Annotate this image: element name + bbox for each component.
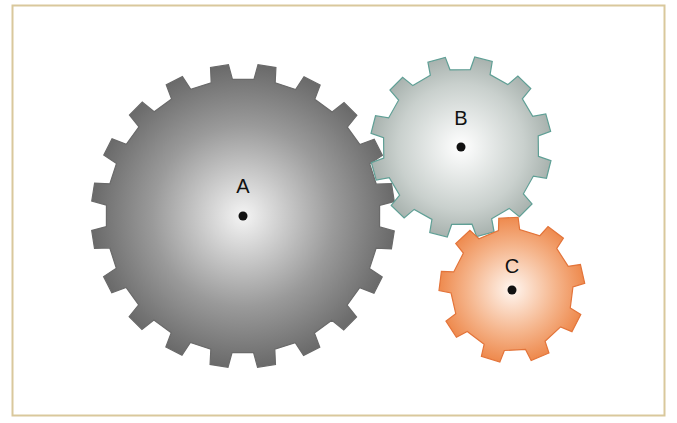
gear: B (370, 56, 552, 238)
picture-frame (13, 6, 665, 416)
gear-shape (370, 56, 552, 238)
gear-outline (439, 217, 585, 362)
gear-outline (371, 57, 551, 237)
gear-label: C (439, 254, 585, 278)
gear-label: B (370, 106, 552, 130)
gear-label: A (91, 174, 395, 198)
gear: C (439, 217, 585, 363)
gear-outline (92, 65, 395, 368)
gear-shape (439, 217, 585, 363)
axle-dot (457, 143, 466, 152)
axle-dot (239, 212, 248, 221)
gear-shape (91, 64, 395, 368)
axle-dot (508, 286, 517, 295)
gear: A (91, 64, 395, 368)
